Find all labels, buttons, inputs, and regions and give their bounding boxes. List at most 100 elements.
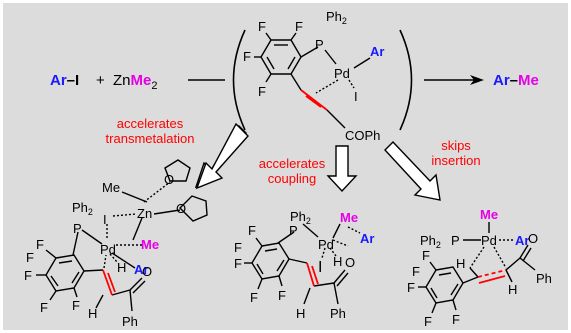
open-arrow-right [384,140,441,201]
right-f3: F [424,314,432,329]
center-f3: F [243,49,251,64]
right-ph-sub: 2 [436,240,441,250]
middle-ar: Ar [360,231,374,246]
annotation-mid-line2: coupling [268,171,316,186]
open-arrow-middle [326,145,358,193]
middle-h-low: H [296,306,305,321]
top-equation: Ar–I + ZnMe2 [50,72,157,92]
middle-ph-group: Ph [330,306,346,321]
center-f2: F [295,19,303,34]
left-me-top: Me [102,180,120,195]
plus-sign: + [96,72,105,89]
left-zn: Zn [137,206,152,221]
product-dash: – [510,72,518,89]
middle-structure-labels: Ph2 P Pd Me Ar I H H O Ph F F F F F [234,209,374,321]
right-me: Me [480,207,498,222]
right-ph-group: Ph [536,271,552,286]
left-ph: Ph [72,200,88,215]
center-ph: Ph [326,9,342,24]
annotation-mid-line1: accelerates [259,156,326,171]
svg-text:ZnMe2: ZnMe2 [113,72,157,92]
middle-h: H [333,254,342,269]
right-h2: H [508,282,517,297]
reactant-ar: Ar [50,72,67,89]
middle-f5: F [278,288,286,303]
right-f4: F [452,312,460,327]
right-f5: F [412,264,420,279]
svg-text:Ar–I: Ar–I [50,72,79,89]
annotation-left-line2: transmetalation [106,131,195,146]
center-cooph: COPh [345,128,380,143]
product-me: Me [518,72,539,89]
right-structure-labels: Me Ph2 P Pd Ar H H O Ph F F F F F [407,207,552,329]
annotation-left-line1: accelerates [117,116,184,131]
left-carbonyl-o: O [142,264,152,279]
left-pd: Pd [100,242,116,257]
right-o: O [528,231,538,246]
center-ph-sub: 2 [342,16,347,26]
middle-f1: F [248,223,256,238]
right-f2: F [407,280,415,295]
left-f1: F [36,237,44,252]
middle-f3: F [234,256,242,271]
middle-f2: F [234,240,242,255]
center-pd: Pd [334,66,350,81]
annotations: accelerates transmetalation accelerates … [106,116,481,186]
left-o2: O [176,201,186,216]
product: Ar–Me [493,72,539,89]
background-panel [3,3,568,330]
center-alkene [300,89,328,111]
svg-text:Ph2: Ph2 [72,200,93,217]
center-ar: Ar [370,44,384,59]
center-i: I [354,89,358,104]
middle-p: P [289,223,298,238]
center-f1: F [258,19,266,34]
center-f4: F [258,84,266,99]
middle-structure-bonds [244,223,361,305]
product-ar: Ar [493,72,510,89]
left-me: Me [141,237,159,252]
middle-pd: Pd [318,237,334,252]
right-h1: H [456,256,465,271]
left-ph-sub: 2 [88,207,93,217]
left-h-low: H [88,306,97,321]
right-red-bonds [477,269,507,284]
center-p: P [315,37,324,52]
left-structure-bonds [36,159,208,312]
middle-f4: F [250,290,258,305]
left-ar: Ar [134,262,148,277]
middle-red-bonds [306,262,319,287]
left-alkene [102,269,116,296]
zn-subscript: 2 [151,80,157,92]
left-i: I [103,212,107,227]
svg-text:Ph2: Ph2 [326,9,347,26]
annotation-right-line2: insertion [431,153,480,168]
left-parenthesis [232,29,246,131]
left-ph-group: Ph [122,314,138,329]
left-f5: F [26,250,34,265]
left-f3: F [40,300,48,315]
reactant-iodide: –I [67,72,80,89]
annotation-right-line1: skips [441,138,471,153]
middle-ph: Ph [290,209,306,224]
middle-me: Me [340,210,358,225]
zn-label: Zn [113,72,131,89]
right-pd: Pd [481,233,497,248]
right-structure-bonds [418,222,536,314]
svg-text:Ph2: Ph2 [290,209,311,226]
middle-o: O [345,255,355,270]
left-f2: F [24,268,32,283]
center-labels: Ph2 P Pd Ar I COPh F F F F [243,9,384,143]
middle-i: I [318,259,322,276]
left-o1: O [164,172,174,187]
left-p: P [73,221,82,236]
left-h: H [117,260,126,275]
right-parenthesis [399,29,413,131]
right-p: P [451,233,460,248]
left-structure-labels: Ph2 P Pd I Zn Me Me H Ar O O H O Ph F F … [24,172,186,329]
svg-text:Ph2: Ph2 [420,233,441,250]
right-arrow [424,75,484,85]
center-complex [254,32,371,129]
right-f1: F [422,248,430,263]
